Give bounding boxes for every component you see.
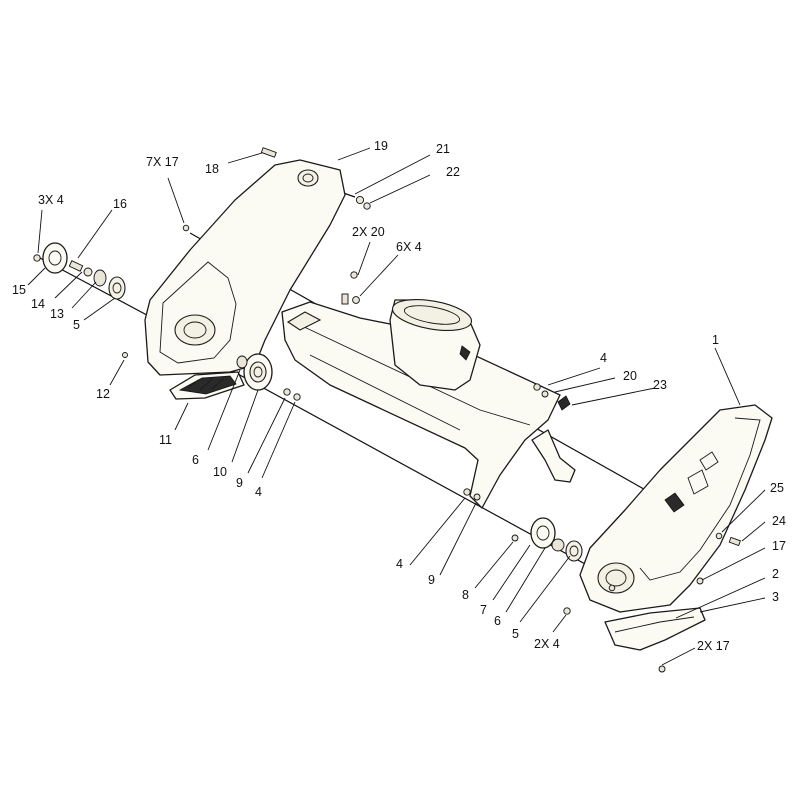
callout-24: 24 — [772, 514, 786, 528]
callout-4-upper-right: 4 — [600, 351, 607, 365]
callout-7: 7 — [480, 603, 487, 617]
callout-4-lower-right: 4 — [396, 557, 403, 571]
callout-20: 20 — [623, 369, 637, 383]
left-side-plate — [144, 159, 346, 376]
discharge-chute — [389, 299, 481, 391]
callout-15: 15 — [12, 283, 26, 297]
callout-18: 18 — [205, 162, 219, 176]
callout-5-left: 5 — [73, 318, 80, 332]
callout-22: 22 — [446, 165, 460, 179]
callout-10: 10 — [213, 465, 227, 479]
callout-25: 25 — [770, 481, 784, 495]
right-bearing-flange — [530, 517, 583, 562]
fasteners — [122, 147, 741, 673]
callout-16: 16 — [113, 197, 127, 211]
callout-2x4: 2X 4 — [534, 637, 560, 651]
callout-9-left: 9 — [236, 476, 243, 490]
callout-labels: 3X 4 16 15 14 13 5 18 19 7X 17 21 22 2X … — [12, 139, 786, 653]
callout-9-right: 9 — [428, 573, 435, 587]
callout-1: 1 — [712, 333, 719, 347]
callout-5-right: 5 — [512, 627, 519, 641]
callout-6-right: 6 — [494, 614, 501, 628]
callout-7x17: 7X 17 — [146, 155, 179, 169]
right-side-plate — [579, 404, 773, 613]
right-frame-strut — [531, 429, 576, 483]
callout-3x4: 3X 4 — [38, 193, 64, 207]
callout-8: 8 — [462, 588, 469, 602]
callout-6x4: 6X 4 — [396, 240, 422, 254]
callout-2: 2 — [772, 567, 779, 581]
callout-6-left: 6 — [192, 453, 199, 467]
leader-lines — [27, 147, 766, 666]
callout-23: 23 — [653, 378, 667, 392]
callout-13: 13 — [50, 307, 64, 321]
right-skid-shoe — [604, 607, 706, 651]
callout-14: 14 — [31, 297, 45, 311]
left-hardware-stack — [33, 242, 126, 300]
left-bearing-flange — [236, 353, 273, 391]
callout-11: 11 — [159, 433, 172, 447]
skid-shoe — [169, 371, 245, 400]
callout-2x17: 2X 17 — [697, 639, 730, 653]
callout-19: 19 — [374, 139, 388, 153]
callout-3: 3 — [772, 590, 779, 604]
callout-4-left: 4 — [255, 485, 262, 499]
callout-21: 21 — [436, 142, 450, 156]
callout-17: 17 — [772, 539, 786, 553]
callout-12: 12 — [96, 387, 110, 401]
callout-2x20: 2X 20 — [352, 225, 385, 239]
